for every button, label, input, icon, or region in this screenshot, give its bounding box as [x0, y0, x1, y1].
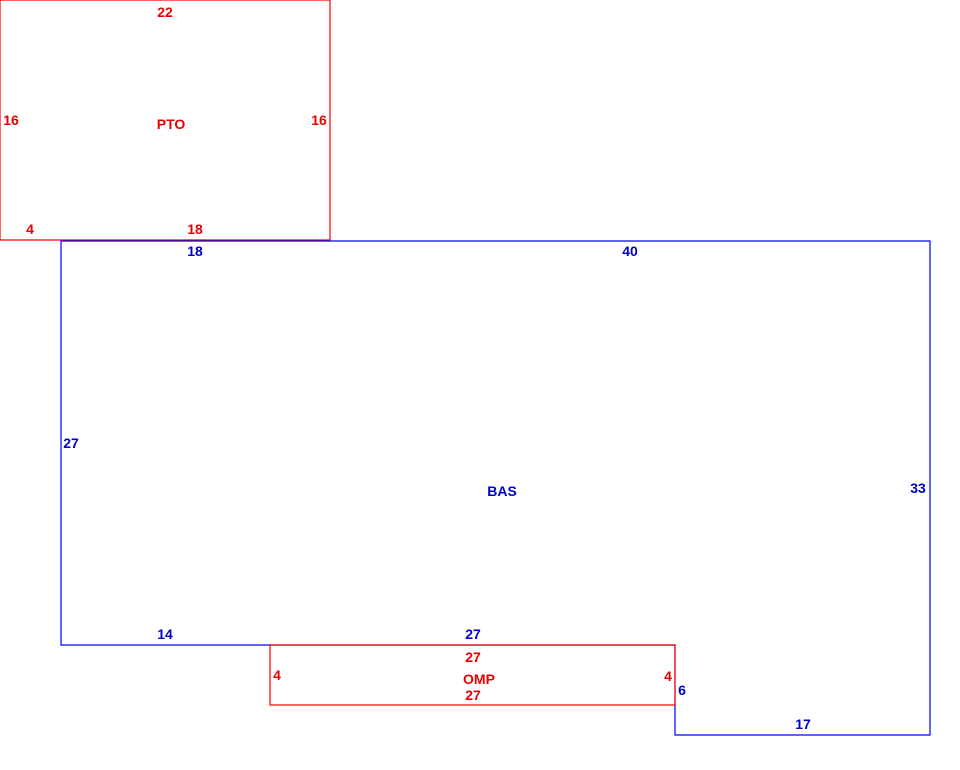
bas-dim-bottom-right: 17	[795, 716, 811, 732]
bas-dim-right: 33	[910, 480, 926, 496]
pto-label: PTO	[157, 116, 186, 132]
bas-dim-step: 6	[678, 682, 686, 698]
pto-dim-left: 16	[3, 112, 19, 128]
omp-dim-right: 4	[664, 668, 672, 684]
bas-outline	[60, 240, 931, 736]
omp-dim-bottom: 27	[465, 687, 481, 703]
bas-dim-top-left: 18	[187, 243, 203, 259]
area-bas: 18 40 27 BAS 33 14 27 6 17	[60, 240, 931, 736]
pto-dim-right: 16	[311, 112, 327, 128]
omp-outline	[269, 644, 676, 706]
area-omp: 27 4 4 OMP 27	[269, 644, 676, 706]
bas-dim-top-right: 40	[622, 243, 638, 259]
pto-dim-bottom-left: 4	[26, 221, 34, 237]
omp-label: OMP	[463, 671, 495, 687]
area-pto: 22 16 16 PTO 4 18	[0, 0, 331, 241]
pto-outline	[0, 0, 331, 241]
pto-dim-bottom-right: 18	[187, 221, 203, 237]
omp-dim-top: 27	[465, 649, 481, 665]
pto-dim-top: 22	[157, 4, 173, 20]
omp-dim-left: 4	[273, 667, 281, 683]
bas-dim-bottom-left: 14	[157, 626, 173, 642]
bas-dim-left: 27	[63, 435, 79, 451]
bas-label: BAS	[487, 483, 517, 499]
bas-dim-bottom-middle: 27	[465, 626, 481, 642]
